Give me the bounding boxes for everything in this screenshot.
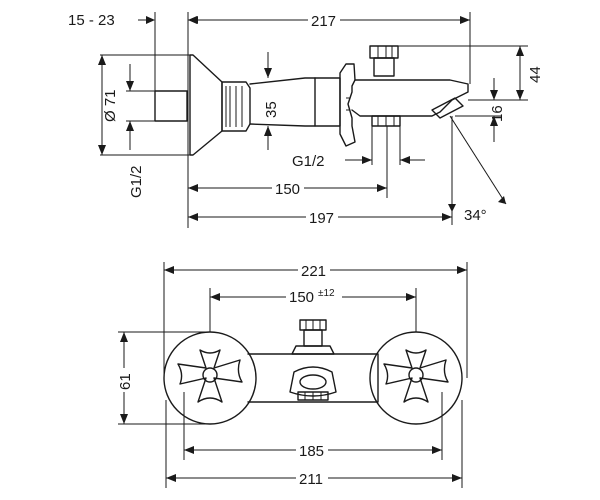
dim-nut-range: 15 - 23 <box>68 12 202 29</box>
label-thread-left: G1/2 <box>128 165 145 198</box>
front-view: 221 150 ±12 61 185 <box>115 260 468 488</box>
right-escutcheon <box>369 331 463 425</box>
front-diverter-stem <box>303 329 323 347</box>
label-spout-angle: 34° <box>464 207 487 224</box>
label-spout-drop: 16 <box>489 105 506 122</box>
dim-thread-left: G1/2 <box>126 64 145 198</box>
left-escutcheon <box>163 331 257 425</box>
dim-escutcheon-height: 61 <box>115 332 134 424</box>
label-nut-range: 15 - 23 <box>68 12 115 29</box>
spout-tip <box>431 97 464 119</box>
side-view: 15 - 23 217 44 Ø 71 <box>68 10 544 228</box>
dim-to-spout-tip: 197 <box>188 207 452 227</box>
label-body-height: 35 <box>263 101 280 118</box>
label-spout-height: 44 <box>527 66 544 83</box>
label-overall-length: 217 <box>311 13 336 30</box>
dim-total-width: 221 <box>164 260 467 280</box>
dim-body-height: 35 <box>263 52 280 150</box>
dim-spout-height: 44 <box>516 46 544 100</box>
dim-inner-width: 185 <box>184 440 442 460</box>
dim-thread-outlet: G1/2 <box>292 153 425 170</box>
dim-to-outlet: 150 <box>188 178 387 198</box>
label-centers-tolerance: ±12 <box>318 288 335 299</box>
right-cross-handle <box>383 349 449 403</box>
spout <box>351 79 469 117</box>
label-centers: 150 <box>289 289 314 306</box>
dim-spout-angle: 34° <box>448 196 506 224</box>
dim-overall-length: 217 <box>188 10 470 30</box>
dim-centers: 150 ±12 <box>210 286 416 306</box>
dim-diameter: Ø 71 <box>98 55 119 155</box>
dim-outer-width: 211 <box>166 468 462 488</box>
left-cross-handle <box>177 349 243 403</box>
label-outer-width: 211 <box>299 471 323 488</box>
label-escutcheon-height: 61 <box>117 373 134 390</box>
label-thread-outlet: G1/2 <box>292 153 325 170</box>
label-to-spout-tip: 197 <box>309 210 334 227</box>
escutcheon-flange <box>189 54 223 156</box>
front-spout <box>289 366 337 397</box>
dim-spout-drop: 16 <box>489 78 506 142</box>
label-to-outlet: 150 <box>275 181 300 198</box>
diverter-stem <box>373 57 395 77</box>
label-diameter: Ø 71 <box>102 89 119 122</box>
wall-connection-nut <box>154 90 188 122</box>
cross-handle-side <box>339 63 356 147</box>
label-inner-width: 185 <box>299 443 324 460</box>
label-total-width: 221 <box>301 263 326 280</box>
diverter-knob <box>369 45 399 59</box>
